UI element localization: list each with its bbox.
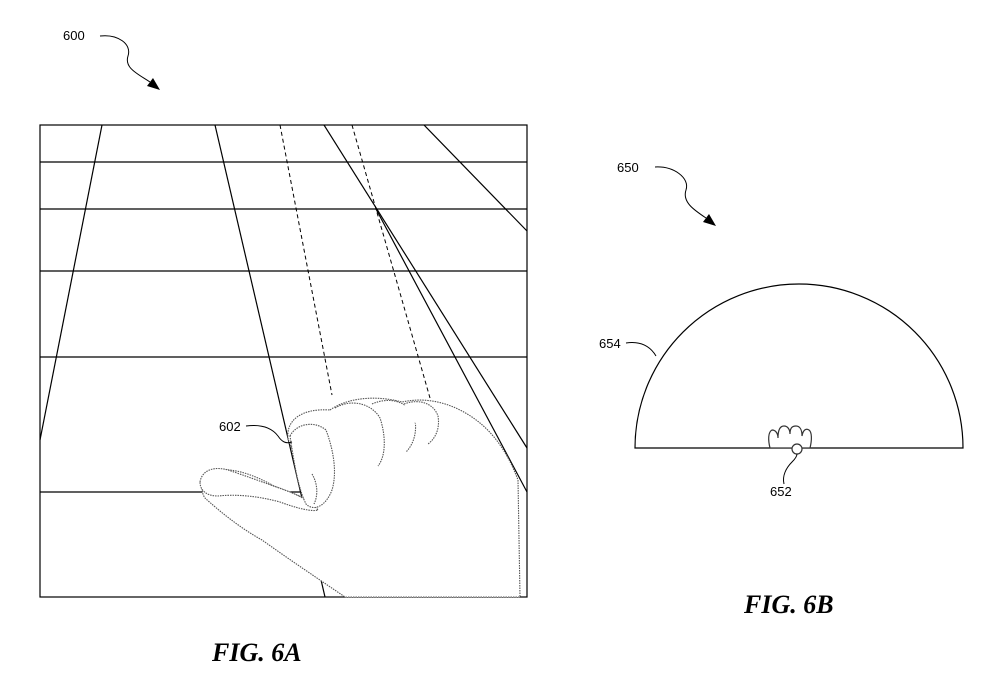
perspective-line-right-b — [423, 124, 528, 232]
figure-6b-caption: FIG. 6B — [743, 590, 834, 619]
hand-finger-curl-1 — [289, 423, 335, 508]
scene-frame — [39, 124, 528, 598]
perspective-line-left — [39, 124, 103, 441]
ref-654-leader — [625, 342, 657, 357]
ref-654-label: 654 — [599, 336, 621, 351]
ref-650-leader-arrow — [654, 166, 707, 219]
hand-gesture-652 — [768, 425, 812, 455]
ref-602-label: 602 — [219, 419, 241, 434]
pointing-ray-right — [351, 124, 431, 399]
ref-600-leader-arrow — [99, 35, 151, 83]
ref-600-label: 600 — [63, 28, 85, 43]
small-hand — [768, 425, 812, 449]
hand-palm — [201, 397, 521, 598]
figure-6a: 600 602 FIG — [39, 28, 528, 667]
hemisphere-dome-654 — [634, 283, 964, 449]
perspective-line-right-a — [323, 124, 528, 449]
hand-knuckle-crease — [311, 473, 318, 505]
pointing-ray-left — [279, 124, 333, 396]
ref-600-arrowhead — [147, 78, 160, 90]
ref-650-label: 650 — [617, 160, 639, 175]
hand-gesture-602 — [199, 397, 521, 598]
ref-602-leader — [245, 425, 293, 444]
ref-652-label: 652 — [770, 484, 792, 499]
hand-finger-curl-4 — [403, 401, 440, 445]
figure-6a-caption: FIG. 6A — [211, 638, 302, 667]
pointer-origin-marker — [791, 443, 803, 455]
perspective-line-cross — [375, 208, 528, 493]
ref-652-leader — [783, 453, 798, 485]
hand-finger-curl-2 — [334, 402, 385, 467]
hand-thumb — [199, 467, 319, 512]
figure-6b: 650 654 652 FIG. 6B — [599, 160, 964, 619]
ref-650-arrowhead — [703, 214, 716, 226]
